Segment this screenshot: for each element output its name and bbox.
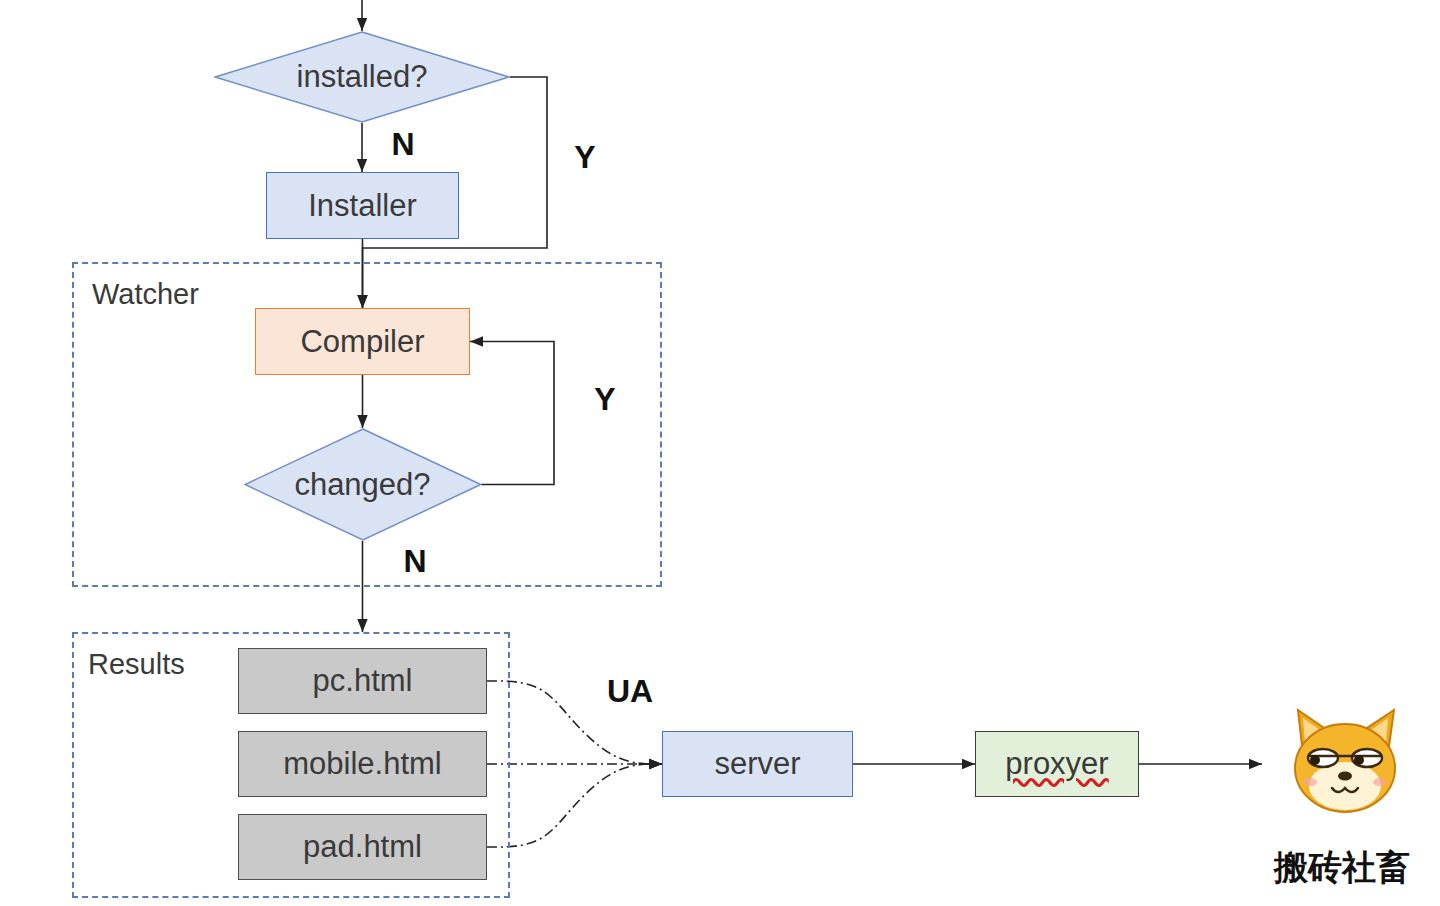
- process-box: Compiler: [255, 308, 470, 375]
- edge-label: UA: [604, 674, 656, 709]
- file-box: mobile.html: [238, 731, 487, 797]
- user-figure: 搬砖社畜: [1262, 705, 1422, 895]
- flow-arrow: [853, 763, 975, 765]
- entry-arrow: [361, 0, 363, 31]
- edge-label: Y: [591, 382, 618, 417]
- server-box: server: [662, 731, 853, 797]
- dashdot-connector: [487, 763, 662, 765]
- edge-label: Y: [571, 140, 598, 175]
- edge-label: N: [388, 127, 417, 162]
- node-label: pc.html: [313, 663, 413, 699]
- edge-label: N: [400, 544, 429, 579]
- node-label: installed?: [297, 59, 428, 95]
- diamond-shape: [215, 32, 509, 122]
- node-label: Compiler: [300, 324, 424, 360]
- flow-arrow: [362, 239, 364, 308]
- node-label: mobile.html: [283, 746, 442, 782]
- group-title: Results: [88, 648, 185, 681]
- flow-arrow: [361, 123, 363, 172]
- process-box: Installer: [266, 172, 459, 239]
- dashdot-connector: [487, 681, 662, 764]
- flow-arrow: [470, 342, 554, 485]
- node-label: changed?: [294, 467, 430, 503]
- file-box: pc.html: [238, 648, 487, 714]
- decision-diamond: installed?: [214, 31, 510, 123]
- group-frame: WatcherCompiler changed?: [72, 262, 662, 587]
- node-label: pad.html: [303, 829, 422, 865]
- diamond-shape: [245, 429, 481, 540]
- doge-illustration: [1288, 706, 1403, 818]
- figure-caption: 搬砖社畜: [1274, 848, 1410, 887]
- group-title: Watcher: [92, 278, 199, 311]
- node-label: proxyer: [1005, 746, 1108, 782]
- node-label: Installer: [308, 188, 417, 224]
- decision-diamond: changed?: [244, 428, 482, 541]
- group-frame: Results pc.html mobile.html pad.html: [72, 632, 510, 898]
- dashdot-connector: [487, 764, 662, 847]
- flow-arrow: [1139, 763, 1262, 765]
- flow-arrow: [362, 375, 364, 428]
- proxy-box: proxyer: [975, 731, 1139, 797]
- file-box: pad.html: [238, 814, 487, 880]
- node-label: server: [714, 746, 800, 782]
